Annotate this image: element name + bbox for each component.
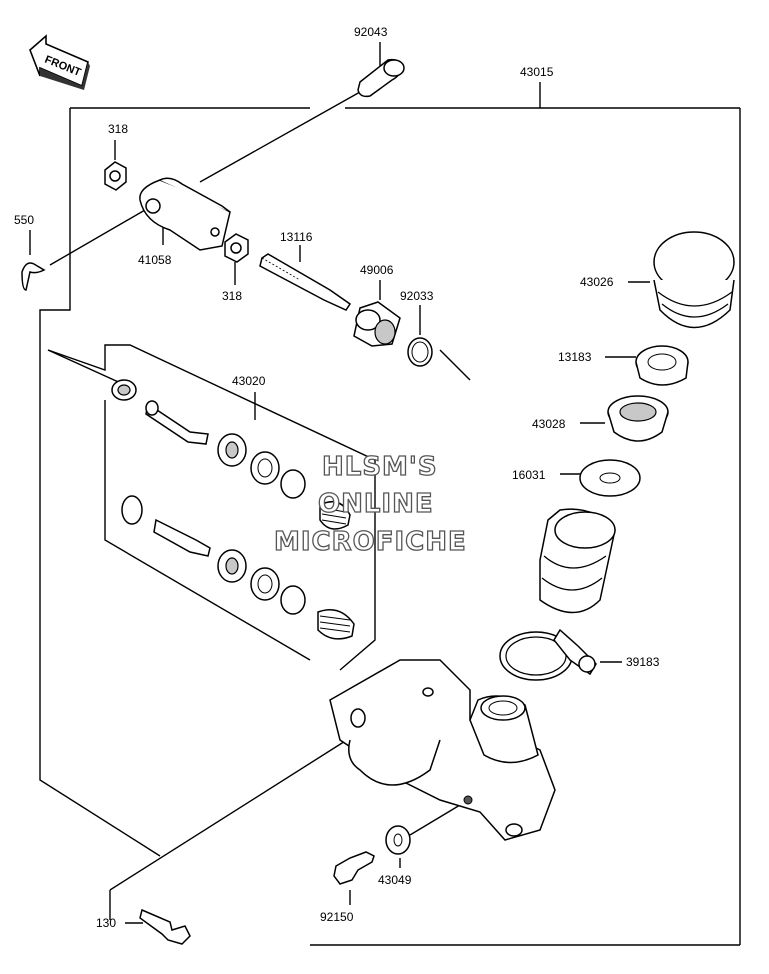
- reservoir-cap-43026: [653, 231, 735, 329]
- watermark: HLSM'S ONLINE MICROFICHE: [273, 451, 467, 557]
- diaphragm-plate-13183: [635, 345, 689, 386]
- label-130: 130: [96, 916, 116, 930]
- pushrod-13116: [259, 253, 352, 311]
- flange-bolt-130: [139, 908, 191, 945]
- label-318-top: 318: [108, 122, 128, 136]
- label-92150: 92150: [320, 910, 354, 924]
- watermark-line-3: MICROFICHE: [274, 527, 467, 557]
- gasket-16031: [579, 459, 641, 497]
- subkit-frame-43020: [47, 344, 376, 671]
- label-13183: 13183: [558, 350, 592, 364]
- bushing-49006: [353, 301, 401, 347]
- hose-clamp-39183: [499, 628, 597, 681]
- circlip-92033: [407, 337, 433, 367]
- clevis-41058: [139, 177, 231, 251]
- label-550: 550: [14, 213, 34, 227]
- master-cylinder-body: [329, 659, 556, 841]
- label-49006: 49006: [360, 263, 394, 277]
- label-13116: 13116: [280, 230, 313, 244]
- label-43026: 43026: [580, 275, 614, 289]
- part-labels: 92043 43015 318 550 41058 318 13116 4900…: [14, 25, 660, 930]
- diaphragm-43028: [607, 395, 669, 442]
- cotter-pin-550: [21, 262, 46, 291]
- nut-318-top: [104, 161, 127, 191]
- washer-43049: [385, 825, 411, 855]
- subkit-43020-parts: [111, 379, 355, 640]
- label-92033: 92033: [400, 289, 434, 303]
- pin-92043: [357, 58, 405, 98]
- label-43020: 43020: [232, 374, 266, 388]
- reservoir-body: [539, 508, 616, 614]
- label-92043: 92043: [354, 25, 388, 39]
- label-43049: 43049: [378, 873, 412, 887]
- nut-318-bottom: [224, 233, 249, 263]
- watermark-line-2: ONLINE: [318, 489, 434, 519]
- assembly-frame-43015: [39, 82, 741, 946]
- label-39183: 39183: [626, 655, 660, 669]
- label-43028: 43028: [532, 417, 566, 431]
- bolt-92150: [333, 851, 375, 885]
- label-16031: 16031: [512, 468, 546, 482]
- leader-lines: [29, 42, 650, 924]
- label-43015: 43015: [520, 65, 554, 79]
- label-41058: 41058: [138, 253, 172, 267]
- watermark-line-1: HLSM'S: [322, 452, 438, 482]
- front-direction-arrow: FRONT: [29, 34, 90, 90]
- label-318-bottom: 318: [222, 289, 242, 303]
